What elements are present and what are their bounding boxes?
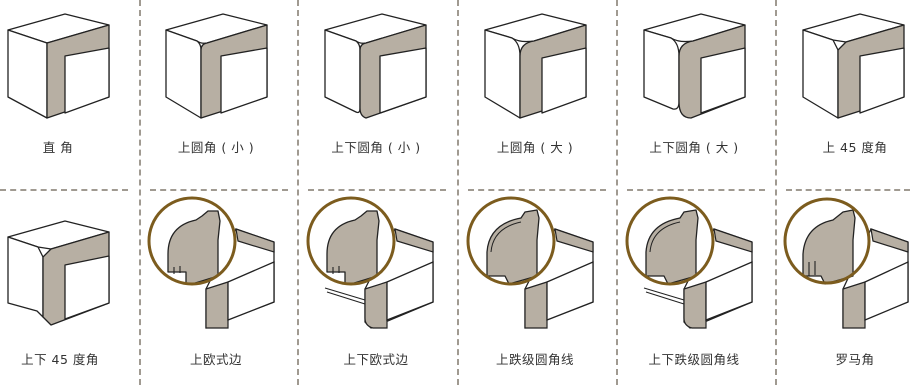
label-top-bottom-european: 上下欧式边	[343, 352, 409, 367]
column-divider	[457, 0, 459, 385]
column-divider	[297, 0, 299, 385]
edge-profile-top-small-round-illustration	[165, 13, 268, 119]
row-divider	[308, 189, 446, 191]
label-roman: 罗马角	[835, 352, 875, 367]
row-divider	[786, 189, 910, 191]
label-top-stepped-round: 上跌级圆角线	[495, 352, 574, 367]
edge-profile-top-45-degree	[800, 10, 906, 120]
edge-profile-top-bottom-european	[305, 196, 437, 331]
edge-profile-top-european	[146, 196, 278, 331]
label-top-bottom-large-round: 上下圆角 ( 大 )	[649, 140, 739, 155]
label-top-bottom-small-round: 上下圆角 ( 小 )	[331, 140, 421, 155]
label-top-bottom-45-degree: 上下 45 度角	[21, 352, 99, 367]
label-top-45-degree: 上 45 度角	[822, 140, 888, 155]
edge-profile-top-large-round	[482, 10, 588, 120]
label-top-large-round: 上圆角 ( 大 )	[496, 140, 574, 155]
edge-profile-top-bottom-45-degree	[5, 213, 111, 333]
edge-profile-top-bottom-large-round	[641, 10, 747, 120]
edge-profile-top-bottom-stepped-round	[624, 196, 756, 331]
edge-profile-roman-illustration	[783, 197, 909, 329]
edge-profile-top-bottom-small-round	[322, 10, 428, 120]
column-divider	[139, 0, 141, 385]
label-right-angle: 直 角	[42, 140, 74, 155]
column-divider	[616, 0, 618, 385]
label-top-bottom-stepped-round: 上下跌级圆角线	[648, 352, 740, 367]
label-top-small-round: 上圆角 ( 小 )	[177, 140, 255, 155]
edge-profile-top-bottom-45-degree-illustration	[7, 220, 110, 326]
edge-profile-top-bottom-small-round-illustration	[324, 13, 427, 119]
row-divider	[150, 189, 288, 191]
edge-profile-top-bottom-large-round-illustration	[643, 13, 746, 119]
edge-profile-top-bottom-stepped-round-illustration	[625, 196, 753, 329]
edge-profile-top-european-illustration	[147, 196, 275, 329]
edge-profile-top-45-degree-illustration	[802, 13, 905, 119]
edge-profile-top-small-round	[163, 10, 269, 120]
column-divider	[775, 0, 777, 385]
row-divider	[0, 189, 128, 191]
label-top-european: 上欧式边	[189, 352, 242, 367]
row-divider	[627, 189, 765, 191]
row-divider	[468, 189, 606, 191]
edge-profile-roman	[783, 196, 910, 331]
edge-profile-top-bottom-european-illustration	[306, 196, 434, 329]
edge-profile-top-stepped-round-illustration	[466, 196, 594, 329]
edge-profile-right-angle	[5, 10, 111, 120]
edge-profile-right-angle-illustration	[7, 13, 110, 119]
edge-profile-top-large-round-illustration	[484, 13, 587, 119]
edge-profile-top-stepped-round	[465, 196, 597, 331]
